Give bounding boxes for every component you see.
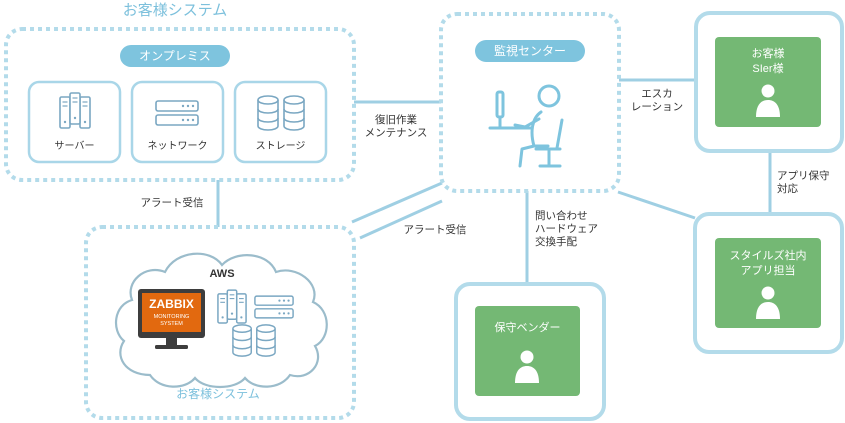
alert-onprem-label: アラート受信 bbox=[141, 197, 204, 209]
server-icon bbox=[59, 92, 91, 129]
server-icon bbox=[217, 289, 247, 324]
zabbix-subtitle-line2: SYSTEM bbox=[160, 321, 183, 327]
line-monitoring-to-aws-a bbox=[351, 181, 443, 224]
vendor-request-label-line2: ハードウェア bbox=[535, 223, 598, 235]
app-maintenance-label-line2: 対応 bbox=[777, 182, 798, 195]
server-label: サーバー bbox=[55, 140, 95, 152]
operator-at-desk-icon bbox=[488, 84, 564, 168]
customer-sier-card bbox=[715, 37, 821, 127]
customer-sier-label-line2: SIer様 bbox=[752, 61, 783, 75]
recovery-label-line1: 復旧作業 bbox=[375, 113, 417, 126]
vendor-request-label-line3: 交換手配 bbox=[535, 235, 577, 248]
onprem-pill bbox=[120, 45, 230, 67]
aws-caption: お客様システム bbox=[176, 386, 260, 401]
maintenance-vendor-group: 保守ベンダー bbox=[454, 282, 606, 421]
styles-internal-label-line1: スタイルズ社内 bbox=[730, 248, 807, 262]
network-label: ネットワーク bbox=[148, 140, 208, 152]
styles-internal-label-line2: アプリ担当 bbox=[741, 263, 796, 277]
onprem-label: オンプレミス bbox=[139, 49, 211, 63]
app-maintenance-label-line1: アプリ保守 bbox=[777, 169, 830, 182]
line-monitoring-to-styles bbox=[617, 190, 696, 220]
storage-label: ストレージ bbox=[256, 141, 306, 152]
onprem-group: オンプレミス サーバー ネットワーク ストレージ bbox=[4, 27, 356, 182]
styles-internal-group: スタイルズ社内 アプリ担当 bbox=[693, 212, 844, 354]
customer-sier-group: お客様 SIer様 bbox=[694, 11, 844, 153]
styles-internal-card bbox=[715, 238, 821, 328]
maintenance-vendor-label: 保守ベンダー bbox=[495, 320, 561, 334]
connection-labels: 復旧作業 メンテナンス アラート受信 アラート受信 エスカ レーション アプリ保… bbox=[141, 88, 830, 248]
customer-sier-label-line1: お客様 bbox=[752, 46, 785, 60]
zabbix-subtitle-line1: MONITORING bbox=[154, 314, 190, 320]
zabbix-monitor-icon: ZABBIX MONITORING SYSTEM bbox=[138, 289, 205, 349]
line-monitoring-to-aws-b bbox=[359, 199, 443, 240]
monitoring-center-pill bbox=[475, 40, 585, 62]
monitoring-center-group: 監視センター bbox=[439, 12, 621, 193]
zabbix-name: ZABBIX bbox=[149, 297, 194, 311]
aws-label: AWS bbox=[209, 268, 234, 280]
escalation-label-line2: レーション bbox=[631, 101, 683, 113]
aws-group: AWS ZABBIX MONITORING SYSTEM お客様システム bbox=[84, 225, 356, 420]
recovery-label-line2: メンテナンス bbox=[365, 127, 428, 139]
alert-aws-label: アラート受信 bbox=[404, 224, 467, 236]
connection-lines bbox=[216, 78, 772, 285]
escalation-label-line1: エスカ bbox=[641, 88, 673, 100]
vendor-request-label-line1: 問い合わせ bbox=[535, 209, 588, 222]
monitoring-center-label: 監視センター bbox=[494, 43, 566, 58]
customer-system-title: お客様システム bbox=[123, 2, 228, 19]
